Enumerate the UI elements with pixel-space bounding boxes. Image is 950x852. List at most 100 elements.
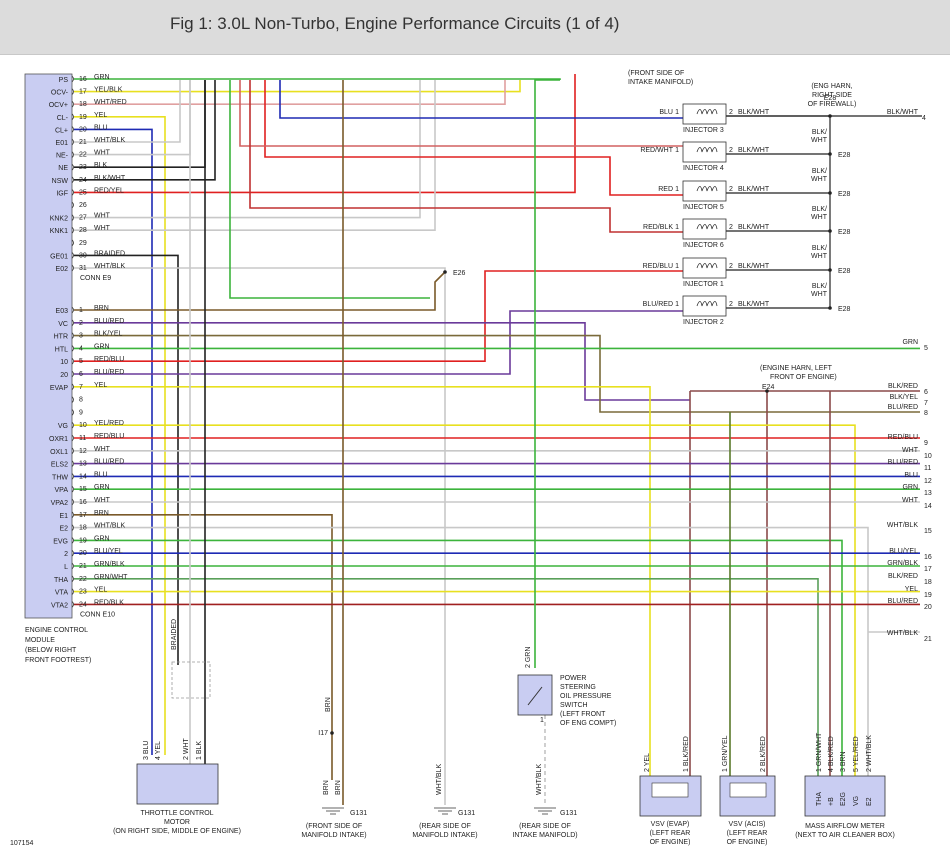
e10-pin-mark bbox=[71, 498, 74, 506]
e10-pin: 3 bbox=[79, 333, 83, 340]
e10-pin: 24 bbox=[79, 601, 87, 608]
right-wire-label: GRN bbox=[902, 339, 918, 346]
ground1-wire-label: BRN bbox=[323, 780, 330, 795]
right-wire-label: BLK/RED bbox=[888, 383, 918, 390]
firewall-note: OF FIREWALL) bbox=[808, 101, 857, 108]
wire-e9-30 bbox=[74, 254, 179, 665]
injector-wire-in: RED/BLU bbox=[643, 263, 673, 270]
throttle-label: THROTTLE CONTROL bbox=[140, 810, 213, 817]
e10-pin-mark bbox=[71, 345, 74, 352]
ground2-symbol bbox=[434, 807, 456, 815]
injector-body bbox=[682, 257, 727, 279]
e9-pin-mark bbox=[71, 214, 74, 221]
injector-name: INJECTOR 2 bbox=[683, 319, 724, 326]
ground3-label: (REAR SIDE OF bbox=[519, 823, 571, 830]
e9-name: CL- bbox=[57, 115, 69, 122]
e10-pin: 1 bbox=[79, 307, 83, 314]
e10-pin: 9 bbox=[79, 409, 83, 416]
e26-label: E26 bbox=[453, 270, 466, 277]
conn-e9-label: CONN E9 bbox=[80, 275, 111, 282]
right-wire-label: GRN/BLK bbox=[887, 560, 918, 567]
i17-splice bbox=[330, 731, 334, 735]
injector-pin-in: 1 bbox=[675, 186, 679, 193]
bus-label: WHT bbox=[811, 137, 828, 144]
maf-pin-label: 2 WHT/BLK bbox=[866, 735, 873, 772]
e10-pin: 19 bbox=[79, 537, 87, 544]
e10-pin: 14 bbox=[79, 473, 87, 480]
ecm-label: MODULE bbox=[25, 637, 55, 644]
injector-body bbox=[682, 180, 727, 202]
wire-e9-21 bbox=[74, 80, 181, 143]
vsv-acis-pin-label: 2 BLK/RED bbox=[760, 736, 767, 772]
e10-wire-label: GRN/WHT bbox=[94, 574, 128, 581]
e10-pin: 8 bbox=[79, 397, 83, 404]
e10-pin: 13 bbox=[79, 461, 87, 468]
e9-pin-mark bbox=[71, 126, 74, 133]
e10-pin: 21 bbox=[79, 563, 87, 570]
e9-name: GE01 bbox=[50, 253, 68, 260]
right-pin: 9 bbox=[924, 440, 928, 447]
e10-wire-label: RED/BLK bbox=[94, 599, 124, 606]
e10-pin-mark bbox=[71, 396, 74, 403]
psps-body bbox=[517, 674, 553, 716]
injector-name: INJECTOR 3 bbox=[683, 127, 724, 134]
injector-pin-out: 2 bbox=[729, 109, 733, 116]
vsv-acis-label: OF ENGINE) bbox=[727, 839, 768, 846]
e10-name: 2 bbox=[64, 551, 68, 558]
e9-pin-mark bbox=[71, 138, 74, 146]
e10-name: VTA bbox=[55, 590, 68, 597]
injector-body bbox=[682, 141, 727, 163]
right-pin: 19 bbox=[924, 592, 932, 599]
e28-label: E28 bbox=[838, 268, 851, 275]
vsv-acis-label: (LEFT REAR bbox=[727, 830, 768, 837]
ground2-label: MANIFOLD INTAKE) bbox=[412, 832, 477, 839]
e10-name: THW bbox=[52, 474, 68, 481]
right-pin: 5 bbox=[924, 345, 928, 352]
e10-wire-label: RED/BLU bbox=[94, 356, 124, 363]
e9-name: NSW bbox=[52, 178, 69, 185]
splice-dot bbox=[828, 152, 832, 156]
right-pin: 17 bbox=[924, 566, 932, 573]
e9-name: PS bbox=[59, 77, 69, 84]
e28-label: E28 bbox=[838, 306, 851, 313]
injector-pin-in: 1 bbox=[675, 301, 679, 308]
e9-pin: 26 bbox=[79, 202, 87, 209]
right-pin: 14 bbox=[924, 503, 932, 510]
e10-wire-label: YEL bbox=[94, 587, 107, 594]
e9-pin-mark bbox=[71, 252, 74, 259]
right-pin: 21 bbox=[924, 636, 932, 643]
maf-terminal: VG bbox=[853, 796, 860, 806]
e9-wire-label: WHT bbox=[94, 213, 111, 220]
e9-wire-label: RED/YEL bbox=[94, 187, 124, 194]
right-wire-label: BLU/RED bbox=[888, 459, 918, 466]
right-pin: 20 bbox=[924, 604, 932, 611]
out-top-wire-label: BLK/WHT bbox=[887, 109, 919, 116]
splice-dot bbox=[828, 306, 832, 310]
e10-name: VPA2 bbox=[51, 500, 68, 507]
e10-pin-mark bbox=[71, 434, 74, 442]
e10-wire-label: BLU/RED bbox=[94, 369, 124, 376]
e9-name: OCV- bbox=[51, 90, 69, 97]
ground1-label: MANIFOLD INTAKE) bbox=[301, 832, 366, 839]
right-wire-label: GRN bbox=[902, 484, 918, 491]
e10-name: HTR bbox=[54, 334, 68, 341]
e10-name: HTL bbox=[55, 346, 68, 353]
injector-wire-in: RED bbox=[658, 186, 673, 193]
injector-wire-out: BLK/WHT bbox=[738, 263, 770, 270]
injector-coil bbox=[696, 186, 718, 192]
wire-e10-18 bbox=[74, 526, 869, 780]
right-wire-label: BLU/RED bbox=[888, 598, 918, 605]
right-wire-label: WHT bbox=[902, 447, 919, 454]
e9-wire-label: BLU bbox=[94, 124, 108, 131]
wire-e10-7 bbox=[74, 385, 651, 780]
injector-coil bbox=[696, 109, 718, 115]
e24-note: FRONT OF ENGINE) bbox=[770, 374, 837, 381]
e10-name: 20 bbox=[60, 372, 68, 379]
e9-wire-label: BLK bbox=[94, 162, 108, 169]
e10-pin: 5 bbox=[79, 358, 83, 365]
vsv-evap-coil bbox=[651, 782, 689, 798]
injector-wire-out: BLK/WHT bbox=[738, 186, 770, 193]
e10-name: E1 bbox=[59, 513, 68, 520]
